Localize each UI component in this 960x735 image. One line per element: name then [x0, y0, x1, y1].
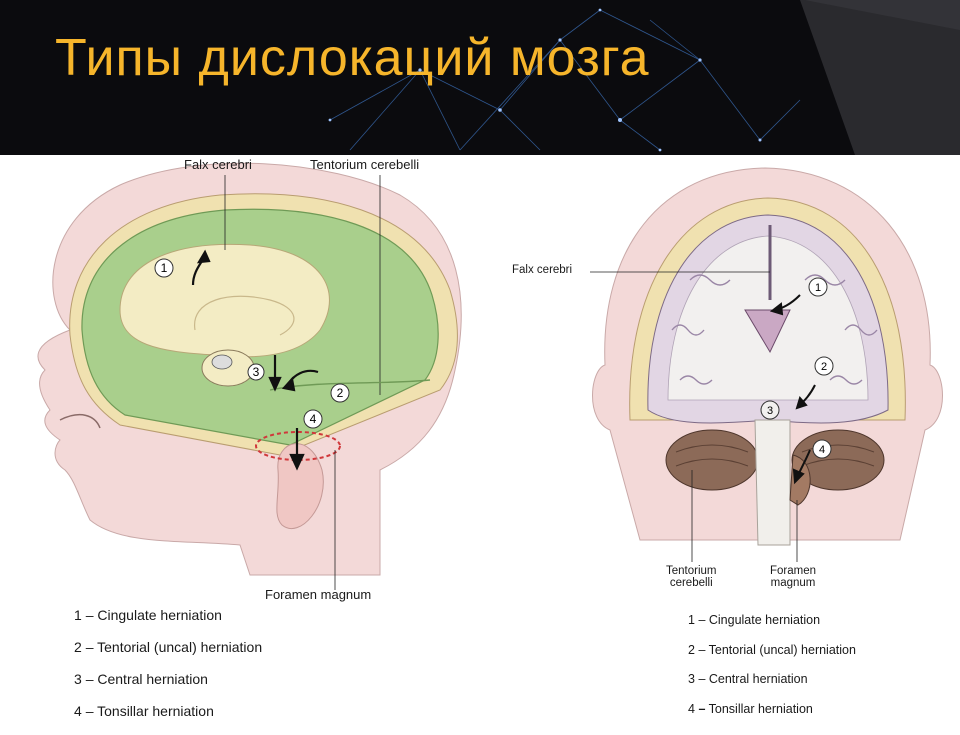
coronal-marker-2: 2 [821, 361, 827, 373]
coronal-marker-4: 4 [819, 444, 825, 456]
coronal-label-tentorium-line1: Tentorium [666, 565, 717, 577]
coronal-label-tentorium-line2: cerebelli [669, 577, 713, 589]
legend-item: 1 – Cingulate herniation [688, 613, 821, 627]
legend-item: 4 – Tonsillar herniation [74, 703, 214, 719]
legend-left: 1 – Cingulate herniation 2 – Tentorial (… [74, 607, 262, 735]
legend-item: 4 – Tonsillar herniation [688, 701, 813, 716]
coronal-label-tentorium: Tentorium cerebelli [666, 565, 717, 589]
legend-item: 3 – Central herniation [74, 671, 208, 687]
legend-right: 1 – Cingulate herniation 2 – Tentorial (… [688, 613, 856, 731]
coronal-label-foramen-line1: Foramen [770, 565, 817, 577]
legend-item: 3 – Central herniation [688, 672, 808, 686]
sagittal-label-foramen: Foramen magnum [265, 587, 372, 602]
title-banner: Типы дислокаций мозга [0, 0, 960, 155]
coronal-label-falx: Falx cerebri [512, 264, 573, 276]
sagittal-marker-4: 4 [310, 412, 317, 426]
sagittal-marker-1: 1 [161, 261, 168, 275]
coronal-markers: 1 2 3 4 [760, 277, 834, 459]
coronal-label-foramen-line2: magnum [770, 577, 816, 589]
coronal-marker-1: 1 [815, 282, 821, 294]
coronal-marker-3: 3 [767, 405, 773, 417]
slide-title: Типы дислокаций мозга [55, 29, 650, 87]
coronal-head [590, 167, 943, 562]
sagittal-label-falx: Falx cerebri [184, 157, 252, 172]
legend-item: 1 – Cingulate herniation [74, 607, 222, 623]
brain-herniation-diagram: 1 2 3 4 [37, 162, 943, 590]
sagittal-label-tentorium: Tentorium cerebelli [310, 157, 420, 172]
sagittal-marker-3: 3 [253, 365, 260, 379]
sagittal-marker-2: 2 [337, 386, 344, 400]
network-decoration [328, 0, 960, 155]
coronal-label-foramen: Foramen magnum [770, 565, 816, 589]
legend-item: 2 – Tentorial (uncal) herniation [688, 642, 856, 657]
legend-item: 2 – Tentorial (uncal) herniation [74, 639, 263, 655]
sagittal-markers: 1 2 3 4 [154, 258, 350, 429]
